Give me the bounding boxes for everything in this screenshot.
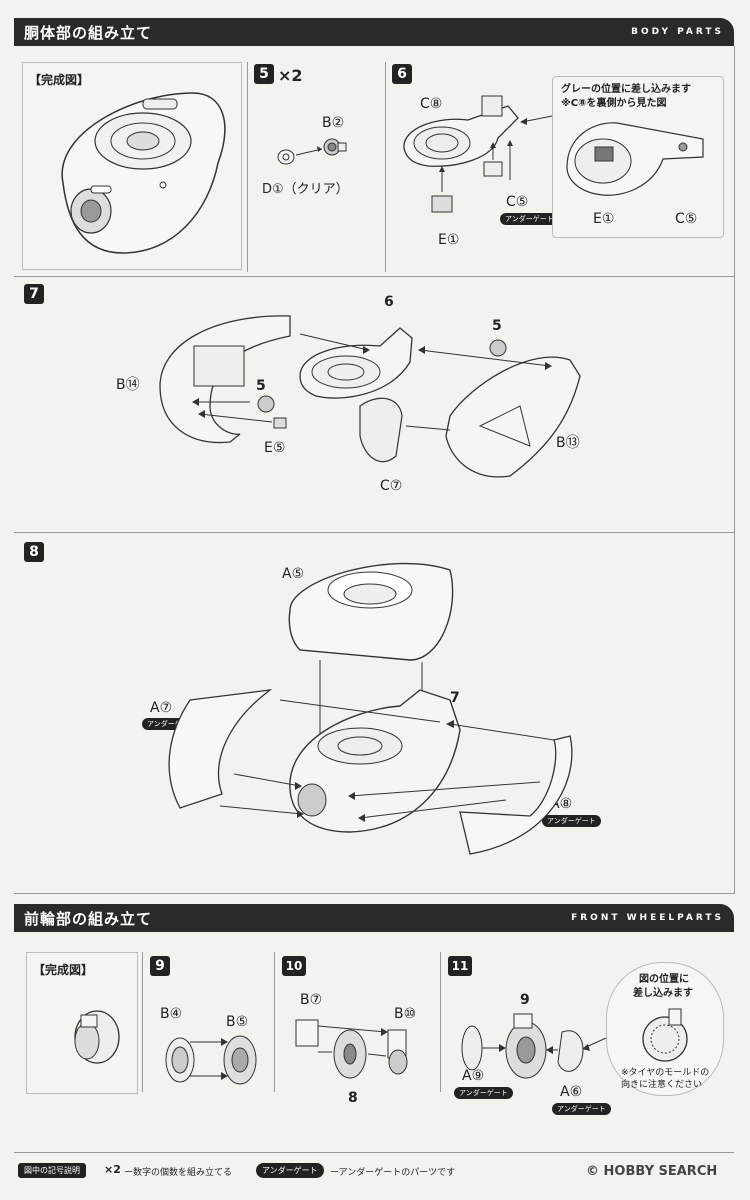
completed-label: 【完成図】 [29, 73, 90, 87]
watermark: © HOBBY SEARCH [586, 1164, 718, 1179]
step-7-badge: 7 [24, 284, 44, 304]
divider [14, 1152, 734, 1153]
part-label-a7: A⑦ [150, 700, 173, 716]
step-7-illustration [159, 315, 581, 478]
part-label-b10: B⑩ [394, 1006, 417, 1022]
step-8-badge: 8 [24, 542, 44, 562]
part-label-a9: A⑨ [462, 1068, 485, 1084]
step-11-badge: 11 [448, 956, 472, 976]
step-6-note-line2: ※C⑧を裏側から見た図 [561, 98, 667, 109]
part-label-c8: C⑧ [420, 96, 443, 112]
body-section-header: 胴体部の組み立て BODY PARTS [14, 18, 734, 46]
wheel-completed-panel: 【完成図】 [26, 952, 138, 1094]
step-11-illustration [461, 1013, 584, 1079]
arrow-to-inset [520, 115, 553, 125]
completed-label: 【完成図】 [33, 963, 94, 977]
tire-note-line2: 向きに注意ください [621, 1080, 703, 1090]
step-6-inset: グレーの位置に差し込みます ※C⑧を裏側から見た図 E① C⑤ [552, 76, 724, 238]
under-gate-tag: アンダーゲート [542, 815, 601, 827]
front-section-header: 前輪部の組み立て FRONT WHEELPARTS [14, 904, 734, 932]
part-label-e1: E① [438, 232, 460, 248]
step-6-badge: 6 [392, 64, 412, 84]
step-11-note-line1: 図の位置に [639, 974, 689, 985]
divider [14, 893, 734, 894]
part-label-b13: B⑬ [556, 435, 580, 451]
part-label-e5: E⑤ [264, 440, 286, 456]
step-11-inset-illustration [642, 1008, 688, 1062]
legend-mult-symbol: ×2 [104, 1163, 121, 1176]
step-7-ref-6: 6 [384, 294, 394, 310]
divider [142, 952, 143, 1092]
front-section-title: 前輪部の組み立て [24, 910, 153, 928]
wheel-completed-illustration [74, 1010, 120, 1064]
part-label-b4: B④ [160, 1006, 183, 1022]
divider [14, 532, 734, 533]
step-10-illustration [295, 1019, 408, 1079]
part-label-a6: A⑥ [560, 1084, 583, 1100]
legend-title: 図中の記号説明 [18, 1163, 86, 1178]
step-8-ref-7: 7 [450, 690, 460, 706]
step-10-badge: 10 [282, 956, 306, 976]
step-5-illustration [277, 138, 347, 165]
divider [385, 62, 386, 272]
part-label-c7: C⑦ [380, 478, 403, 494]
part-label-b2: B② [322, 115, 345, 131]
part-label-b14: B⑭ [116, 377, 140, 393]
step-11-note-line2: 差し込みます [633, 988, 693, 999]
arrow-to-step-11-inset [582, 1037, 607, 1051]
under-gate-tag: アンダーゲート [454, 1087, 513, 1099]
step-6-note-line1: グレーの位置に差し込みます [561, 84, 691, 95]
part-label-b5: B⑤ [226, 1014, 249, 1030]
divider [734, 46, 735, 894]
body-section-subtitle: BODY PARTS [631, 27, 724, 37]
step-6-illustration [403, 95, 519, 213]
step-9-badge: 9 [150, 956, 170, 976]
step-7-ref-5b: 5 [256, 378, 266, 394]
divider [440, 952, 441, 1092]
part-label-c5: C⑤ [506, 194, 529, 210]
divider [14, 276, 734, 277]
under-gate-tag: アンダーゲート [500, 213, 559, 225]
body-completed-illustration [61, 92, 226, 254]
step-8-illustration [168, 562, 573, 855]
step-10-ref-8: 8 [348, 1090, 358, 1106]
legend-gate-tag: アンダーゲート [256, 1163, 324, 1178]
part-label-d1: D①（クリア） [262, 182, 349, 197]
body-section-title: 胴体部の組み立て [24, 24, 153, 42]
step-11-ref-9: 9 [520, 992, 530, 1008]
tire-note-line1: ※タイヤのモールドの [621, 1068, 710, 1078]
part-label-b7: B⑦ [300, 992, 323, 1008]
inset-label-c5: C⑤ [675, 211, 698, 227]
step-5-badge: 5 [254, 64, 274, 84]
under-gate-tag: アンダーゲート [552, 1103, 611, 1115]
legend-mult-desc: ー数字の個数を組み立てる [124, 1168, 233, 1178]
inset-label-e1: E① [593, 211, 615, 227]
body-completed-panel: 【完成図】 [22, 62, 242, 270]
part-label-a5: A⑤ [282, 566, 305, 582]
step-7-ref-5a: 5 [492, 318, 502, 334]
step-11-inset: 図の位置に 差し込みます ※タイヤのモールドの 向きに注意ください [606, 962, 724, 1096]
front-section-subtitle: FRONT WHEELPARTS [571, 913, 724, 923]
divider [274, 952, 275, 1092]
legend-gate-desc: ーアンダーゲートのパーツです [330, 1168, 456, 1178]
divider [247, 62, 248, 272]
step-6-inset-illustration [566, 122, 704, 196]
step-5-multiplier: ×2 [278, 66, 303, 85]
step-9-illustration [165, 1035, 257, 1085]
